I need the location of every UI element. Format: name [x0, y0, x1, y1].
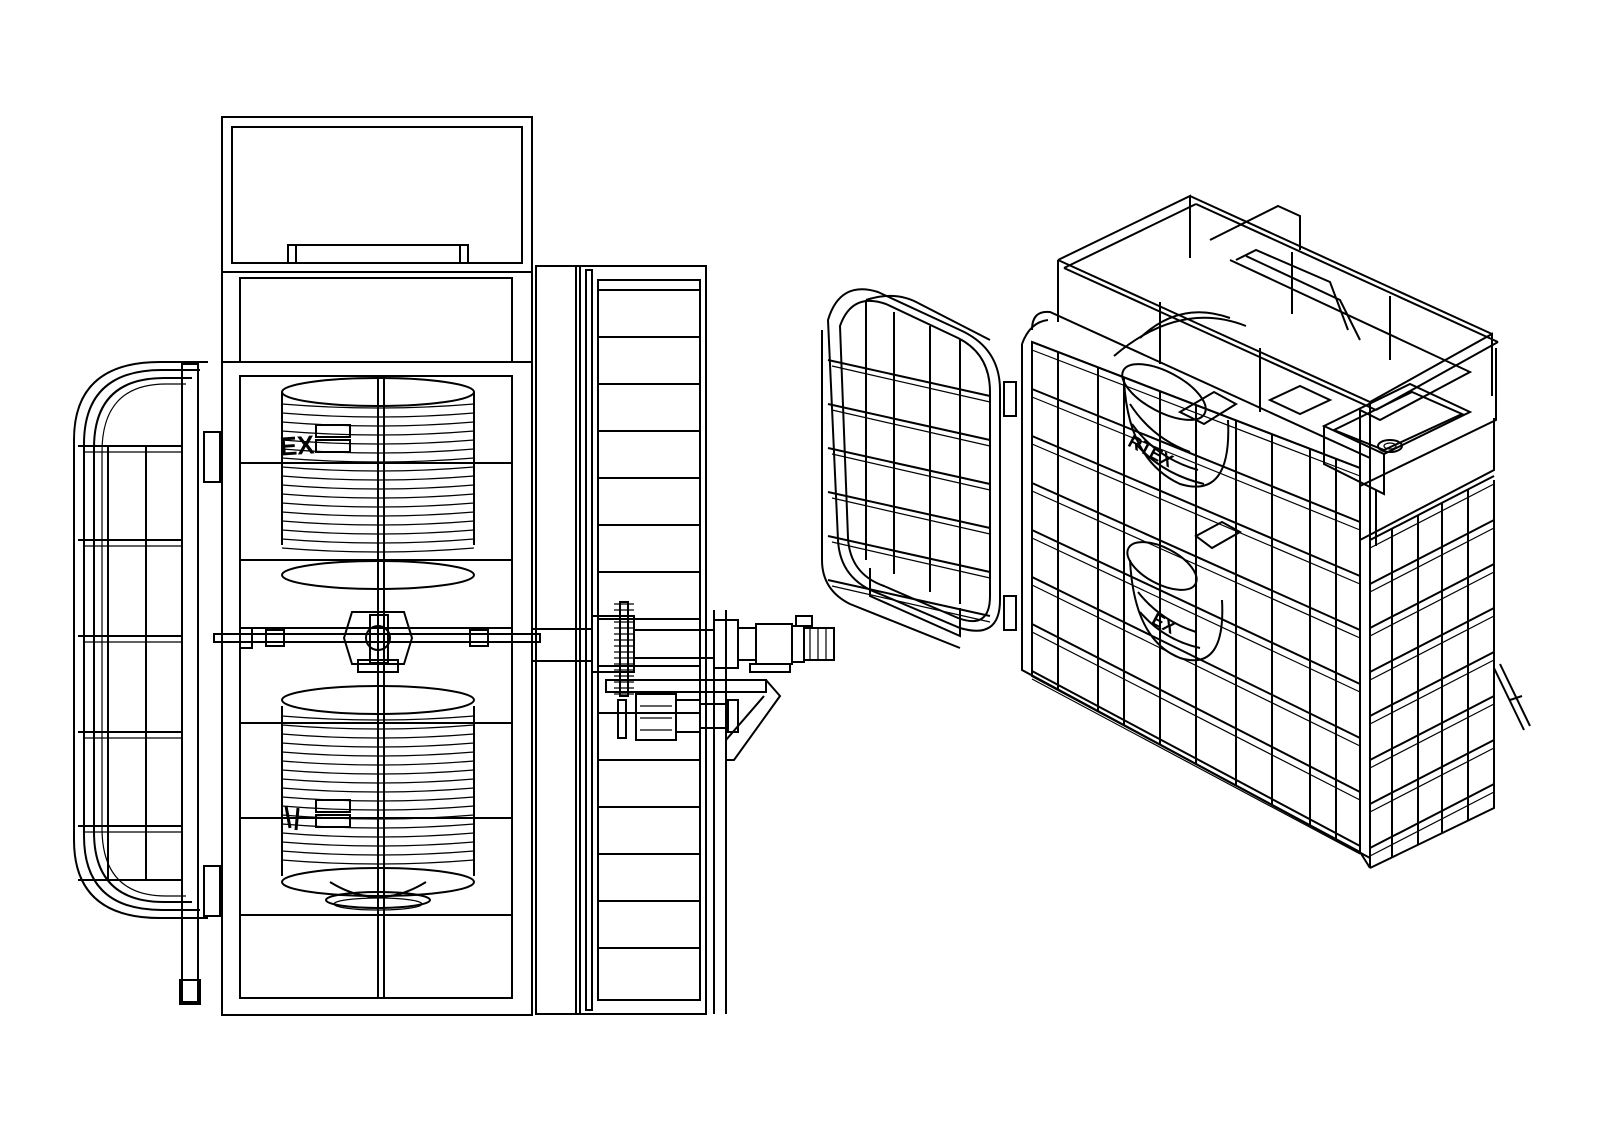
iso-door-bar [831, 365, 991, 403]
drum-rib [281, 439, 475, 445]
drum-rib [281, 751, 475, 757]
iso-rail [1031, 482, 1361, 631]
iso-door-bar [827, 579, 991, 617]
iso-door-bar [827, 359, 991, 397]
iso-door-bar [827, 447, 991, 485]
drum-rib [281, 823, 475, 829]
isometric-view: RTEX EX [821, 194, 1531, 869]
drum-rib [281, 742, 475, 748]
iso-rail [1031, 631, 1361, 801]
drum-rib [281, 430, 475, 436]
drum-rib [281, 511, 475, 517]
iso-side-rail [1369, 607, 1495, 673]
iso-rail [1031, 443, 1361, 585]
iso-rail [1031, 529, 1361, 685]
iso-rail [1031, 576, 1361, 739]
drum-rib [281, 412, 475, 418]
drum-rib [281, 724, 475, 730]
drum-rib [281, 805, 475, 811]
drum-rib [281, 850, 475, 856]
iso-door-bar [831, 409, 991, 447]
iso-rail [1031, 584, 1361, 747]
drum-rib [281, 547, 475, 553]
iso-cage [1021, 310, 1531, 869]
iso-side-rail [1369, 747, 1495, 813]
drum-rib [281, 787, 475, 793]
iso-rail [1031, 678, 1361, 855]
main-frame [221, 116, 533, 1016]
upper-drum: EX [279, 377, 475, 590]
front-view: EX [73, 116, 835, 1016]
iso-rail [1031, 388, 1361, 523]
iso-door-bar [827, 403, 991, 441]
iso-side-rail [1369, 483, 1495, 549]
iso-rail [1031, 349, 1361, 477]
drum-rib [281, 778, 475, 784]
iso-side-rail [1369, 571, 1495, 637]
iso-door-bar [827, 491, 991, 529]
drum-rib [281, 715, 475, 721]
iso-roof [1209, 204, 1497, 496]
iso-rail [1031, 396, 1361, 531]
iso-door-bar [827, 535, 991, 573]
iso-rail [1031, 537, 1361, 693]
motor-assembly [531, 601, 835, 697]
drum-rib [281, 841, 475, 847]
iso-door-bar [831, 541, 991, 579]
iso-side-rail [1369, 695, 1495, 761]
iso-rail [1031, 490, 1361, 639]
lower-drum [281, 685, 475, 911]
drum-rib [281, 814, 475, 820]
iso-side-rail [1369, 563, 1495, 629]
drum-rib [281, 484, 475, 490]
iso-door-bar [831, 585, 991, 623]
drive-shaft [213, 600, 541, 676]
iso-door-bar [831, 497, 991, 535]
iso-rail [1031, 435, 1361, 577]
iso-side-rail [1369, 739, 1495, 805]
drum-rib [281, 403, 475, 409]
drum-rib [281, 421, 475, 427]
side-door-iso [821, 288, 1017, 649]
iso-side-rail [1369, 703, 1495, 769]
drum-rib [281, 493, 475, 499]
lower-motor [605, 679, 782, 761]
drum-rib [281, 457, 475, 463]
iso-side-rail [1369, 783, 1495, 849]
iso-door-bar [831, 453, 991, 491]
drum-rib [281, 733, 475, 739]
iso-lower-drum-logo: EX [1148, 609, 1179, 638]
iso-side-rail [1369, 615, 1495, 681]
drum-rib [281, 769, 475, 775]
iso-side-rail [1369, 651, 1495, 717]
drum-rib [281, 796, 475, 802]
drum-rib [281, 832, 475, 838]
iso-side-rail [1369, 659, 1495, 725]
side-door-front [73, 361, 221, 1005]
iso-rail [1031, 623, 1361, 793]
drum-rib [281, 538, 475, 544]
iso-rail [1031, 670, 1361, 847]
iso-side-rail [1369, 475, 1495, 541]
drum-rib [281, 466, 475, 472]
iso-side-rail [1369, 519, 1495, 585]
drum-rib [281, 529, 475, 535]
ladder-column [535, 265, 727, 1015]
drum-rib [281, 448, 475, 454]
upper-drum-logo: EX [279, 429, 316, 461]
iso-rail [1031, 341, 1361, 469]
drum-rib [281, 760, 475, 766]
drum-rib [281, 859, 475, 865]
drum-rib [281, 520, 475, 526]
iso-side-rail [1369, 527, 1495, 593]
drum-rib [281, 502, 475, 508]
drum-rib [281, 475, 475, 481]
iso-side-rail [1369, 791, 1495, 857]
